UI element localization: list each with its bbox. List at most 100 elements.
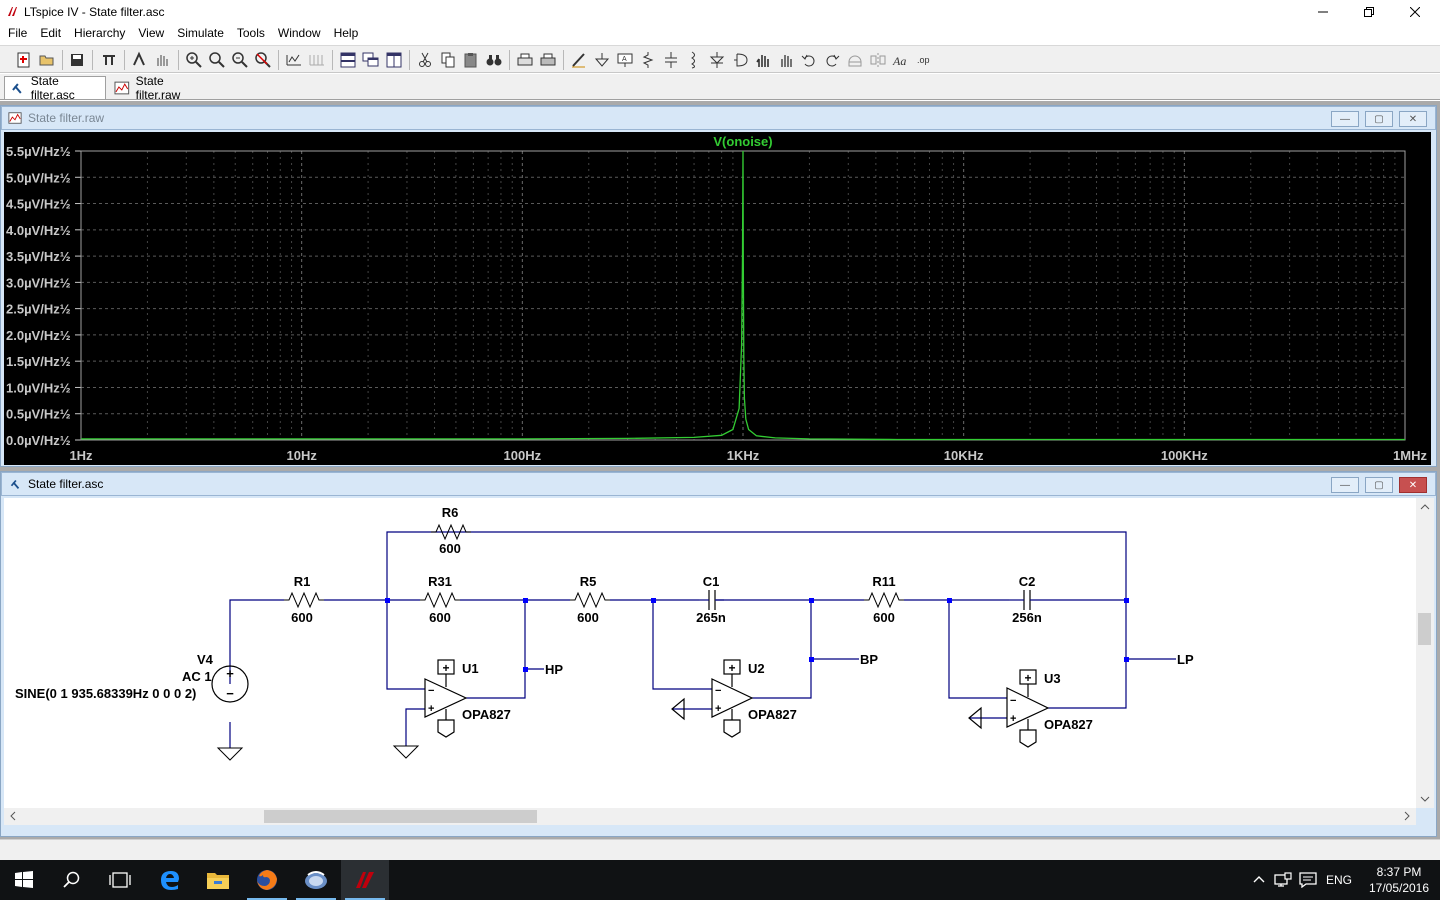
ltspice-taskbar-button[interactable]	[341, 860, 389, 900]
file-explorer-taskbar-button[interactable]	[194, 860, 242, 900]
tile-vertical-icon[interactable]	[384, 50, 404, 70]
run-icon[interactable]	[129, 50, 149, 70]
zoom-in-icon[interactable]	[184, 50, 204, 70]
scroll-down-icon[interactable]	[1416, 792, 1434, 806]
menu-window[interactable]: Window	[277, 26, 321, 40]
firefox-taskbar-button[interactable]	[243, 860, 291, 900]
copy-icon[interactable]	[438, 50, 458, 70]
spice-directive-icon[interactable]: .op	[914, 50, 934, 70]
ground-symbol[interactable]	[392, 745, 420, 759]
restore-button[interactable]	[1346, 0, 1392, 24]
move-icon[interactable]	[753, 50, 773, 70]
print-icon[interactable]	[538, 50, 558, 70]
drag-icon[interactable]	[776, 50, 796, 70]
schematic-canvas[interactable]: R6 600 R1 600 R31 600 R5 600 R11 600	[4, 498, 1416, 808]
label-net-icon[interactable]: A	[615, 50, 635, 70]
search-button[interactable]	[48, 860, 96, 900]
ground-icon[interactable]	[592, 50, 612, 70]
child-restore-button[interactable]: ▢	[1365, 111, 1393, 127]
menu-simulate[interactable]: Simulate	[177, 26, 224, 40]
minimize-button[interactable]	[1300, 0, 1346, 24]
inductor-icon[interactable]	[684, 50, 704, 70]
redo-icon[interactable]	[822, 50, 842, 70]
svg-text:−: −	[715, 685, 721, 697]
resistor-r1-symbol[interactable]	[283, 592, 325, 608]
child-restore-button[interactable]: ▢	[1365, 477, 1393, 493]
action-center-icon[interactable]	[1299, 872, 1317, 888]
scroll-right-icon[interactable]	[1400, 808, 1414, 825]
opamp-u2-symbol[interactable]: − + +	[671, 659, 754, 738]
close-button[interactable]	[1392, 0, 1438, 24]
pan-icon[interactable]	[207, 50, 227, 70]
horizontal-scrollbar[interactable]	[4, 808, 1416, 825]
ground-symbol[interactable]	[216, 747, 244, 761]
outlook-taskbar-button[interactable]	[292, 860, 340, 900]
print-preview-icon[interactable]	[515, 50, 535, 70]
vertical-scroll-thumb[interactable]	[1418, 613, 1431, 645]
voltage-source-v4-symbol[interactable]: + −	[211, 665, 249, 703]
draw-wire-icon[interactable]	[569, 50, 589, 70]
edge-taskbar-button[interactable]	[146, 860, 194, 900]
rotate-icon[interactable]	[845, 50, 865, 70]
tile-horizontal-icon[interactable]	[338, 50, 358, 70]
net-label-lp[interactable]: LP	[1177, 652, 1194, 667]
resistor-r5-symbol[interactable]	[569, 592, 611, 608]
halt-icon[interactable]	[152, 50, 172, 70]
net-label-bp[interactable]: BP	[860, 652, 878, 667]
capacitor-icon[interactable]	[661, 50, 681, 70]
resistor-r11-symbol[interactable]	[863, 592, 905, 608]
cascade-icon[interactable]	[361, 50, 381, 70]
menu-view[interactable]: View	[138, 26, 165, 40]
text-icon[interactable]: Aa	[891, 50, 911, 70]
clock[interactable]: 8:37 PM 17/05/2016	[1362, 860, 1436, 900]
net-label-hp[interactable]: HP	[545, 662, 563, 677]
find-icon[interactable]	[484, 50, 504, 70]
opamp-u3-symbol[interactable]: − + +	[968, 669, 1050, 748]
tray-chevron-icon[interactable]	[1252, 873, 1266, 887]
child-minimize-button[interactable]: —	[1331, 111, 1359, 127]
child-close-button[interactable]: ✕	[1399, 477, 1427, 493]
open-icon[interactable]	[37, 50, 57, 70]
control-panel-icon[interactable]	[99, 50, 119, 70]
task-view-button[interactable]	[96, 860, 144, 900]
menu-edit[interactable]: Edit	[40, 26, 62, 40]
child-minimize-button[interactable]: —	[1331, 477, 1359, 493]
capacitor-c1-symbol[interactable]	[699, 590, 724, 610]
u1-name: U1	[462, 661, 479, 676]
diode-icon[interactable]	[707, 50, 727, 70]
horizontal-scroll-thumb[interactable]	[264, 810, 537, 823]
menu-hierarchy[interactable]: Hierarchy	[74, 26, 126, 40]
scroll-up-icon[interactable]	[1416, 500, 1434, 514]
menu-help[interactable]: Help	[333, 26, 359, 40]
resistor-r31-symbol[interactable]	[419, 592, 461, 608]
trace-label[interactable]: V(onoise)	[713, 134, 772, 149]
paste-icon[interactable]	[461, 50, 481, 70]
tab-schematic[interactable]: State filter.asc	[4, 74, 106, 102]
language-indicator[interactable]: ENG	[1325, 873, 1352, 887]
new-schematic-icon[interactable]	[14, 50, 34, 70]
autorange-icon[interactable]	[284, 50, 304, 70]
tab-waveform[interactable]: State filter.raw	[110, 74, 210, 102]
cut-icon[interactable]	[415, 50, 435, 70]
trace-v-onoise[interactable]	[81, 150, 1405, 441]
zoom-fit-icon[interactable]	[253, 50, 273, 70]
schematic-drawing[interactable]: R6 600 R1 600 R31 600 R5 600 R11 600	[4, 498, 1416, 808]
child-close-button[interactable]: ✕	[1399, 111, 1427, 127]
capacitor-c2-symbol[interactable]	[1009, 590, 1032, 610]
network-icon[interactable]	[1274, 872, 1292, 888]
opamp-u1-symbol[interactable]: − + +	[424, 659, 468, 738]
mirror-icon[interactable]	[868, 50, 888, 70]
zoom-out-icon[interactable]	[230, 50, 250, 70]
grid-icon[interactable]	[307, 50, 327, 70]
start-button[interactable]	[0, 860, 48, 900]
component-icon[interactable]	[730, 50, 750, 70]
undo-icon[interactable]	[799, 50, 819, 70]
menu-file[interactable]: File	[8, 26, 28, 40]
save-icon[interactable]	[67, 50, 87, 70]
resistor-icon[interactable]	[638, 50, 658, 70]
menu-tools[interactable]: Tools	[236, 26, 265, 40]
scroll-left-icon[interactable]	[6, 808, 20, 825]
vertical-scrollbar[interactable]	[1416, 498, 1434, 808]
